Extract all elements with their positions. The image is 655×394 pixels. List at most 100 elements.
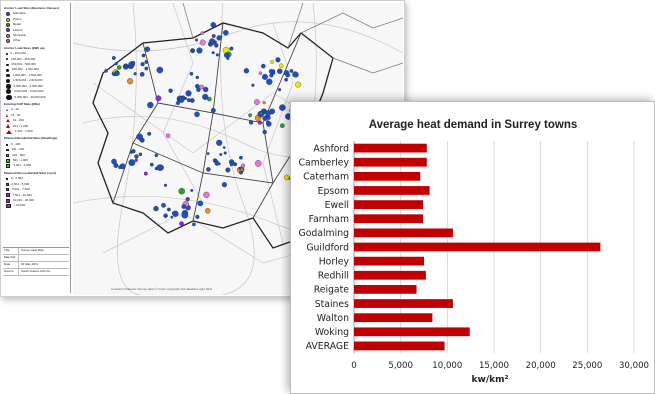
map-site-marker — [163, 183, 168, 187]
heat-demand-chart: Average heat demand in Surrey towns Ashf… — [298, 119, 649, 385]
legend-res-row: 201 - 500 — [4, 153, 69, 158]
legend-res-label: 201 - 500 — [12, 152, 25, 157]
legend-class-row: Retail — [4, 22, 69, 27]
legend-nonres-symbol-icon — [6, 193, 10, 197]
x-tick-label: 10,000 — [432, 361, 462, 371]
map-site-marker — [178, 187, 185, 195]
legend-res-label: 501 - 1,000 — [12, 158, 28, 163]
x-axis-label: kw/km² — [472, 375, 509, 385]
map-site-marker — [214, 43, 219, 48]
map-site-marker — [147, 131, 152, 136]
map-site-marker — [204, 208, 211, 214]
map-site-marker — [229, 162, 234, 167]
map-site-marker — [196, 87, 201, 92]
legend-chp-symbol-icon — [6, 109, 8, 112]
map-site-marker — [248, 120, 254, 125]
legend-size-symbol-icon — [6, 89, 11, 95]
map-site-marker — [206, 167, 211, 172]
category-label: Ewell — [325, 200, 349, 211]
map-site-marker — [262, 101, 266, 105]
map-site-marker — [134, 158, 138, 162]
map-site-marker — [222, 146, 226, 149]
map-site-marker — [144, 60, 149, 64]
map-site-marker — [199, 84, 205, 90]
legend-class-label: Retail — [13, 22, 21, 27]
legend-size-label: 250,001 - 500,000 — [11, 62, 36, 67]
map-site-marker — [215, 53, 219, 57]
map-site-marker — [181, 204, 187, 209]
legend-res-symbol-icon — [6, 158, 10, 163]
bar-horley — [354, 256, 424, 266]
legend-size-row: 2,000,001 - 3,000,000 — [4, 84, 69, 89]
map-site-marker — [123, 63, 128, 68]
map-site-marker — [116, 65, 122, 70]
map-site-marker — [154, 153, 159, 158]
map-site-marker — [176, 101, 180, 106]
map-site-marker — [156, 164, 164, 171]
map-site-marker — [143, 171, 148, 176]
map-site-marker — [153, 205, 159, 212]
map-site-marker — [279, 63, 284, 68]
bar-farnham — [354, 214, 424, 224]
map-site-marker — [118, 165, 122, 169]
map-site-marker — [211, 51, 215, 55]
map-site-marker — [131, 60, 136, 66]
legend-nonres-label: > 20,000 — [13, 203, 26, 208]
map-site-marker — [133, 72, 137, 76]
legend-size-label: 2,000,001 - 3,000,000 — [13, 83, 43, 88]
category-label: Horley — [319, 256, 350, 267]
bar-average — [354, 341, 445, 351]
legend-nonres-row: 7,501 - 10,000 — [4, 193, 69, 198]
map-site-marker — [251, 83, 255, 87]
category-label: Staines — [315, 299, 349, 310]
map-site-marker — [223, 151, 227, 155]
legend-chp-label: 201 - 1,000 — [13, 123, 29, 128]
map-site-marker — [165, 133, 171, 138]
legend-size-symbol-icon — [6, 73, 10, 78]
map-credit: Contains Ordnance Survey data © Crown co… — [111, 287, 213, 291]
map-site-marker — [223, 29, 229, 36]
footer-value: South Downs GIS Ltd. — [21, 269, 51, 274]
legend-size-symbol-icon — [6, 63, 9, 67]
legend-chp-symbol-icon — [6, 129, 12, 134]
legend-res-symbol-icon — [6, 148, 9, 152]
legend-class-symbol-icon — [6, 28, 10, 33]
map-site-marker — [181, 211, 189, 219]
legend-chp-symbol-icon — [6, 114, 8, 118]
x-tick-label: 5,000 — [388, 361, 413, 371]
legend-nonres-label: 5,001 - 7,500 — [12, 187, 30, 192]
legend-size-label: 100,001 - 250,000 — [11, 56, 36, 61]
map-site-marker — [186, 98, 191, 103]
map-site-marker — [226, 56, 230, 60]
bar-caterham — [354, 171, 421, 181]
legend-size-label: 1,000,001 - 1,500,000 — [12, 72, 42, 77]
map-site-marker — [223, 52, 230, 58]
map-site-marker — [144, 46, 150, 52]
legend-class-row: Other — [4, 38, 69, 44]
map-site-marker — [170, 215, 174, 219]
map-site-marker — [221, 182, 227, 188]
map-site-marker — [283, 174, 290, 181]
legend-size-row: 0 - 100,000 — [4, 51, 69, 56]
legend-size-label: 3,000,001 - 5,000,000 — [14, 89, 44, 94]
map-site-marker — [263, 109, 267, 113]
legend-size-heading: Anchor Load Sizes (kWh pa) — [4, 45, 45, 50]
map-site-marker — [262, 129, 267, 135]
map-site-marker — [225, 167, 231, 173]
map-site-marker — [144, 66, 149, 71]
category-label: Ashford — [313, 143, 349, 154]
legend-nonres-row: 5,001 - 7,500 — [4, 187, 69, 192]
map-site-marker — [114, 62, 118, 66]
map-site-marker — [206, 152, 210, 155]
category-label: Epsom — [318, 186, 349, 197]
category-label: Redhill — [318, 271, 349, 282]
legend-chp-symbol-icon — [6, 124, 10, 129]
legend-nonres-row: 2,501 - 5,000 — [4, 182, 69, 187]
map-site-marker — [279, 123, 285, 129]
map-site-marker — [243, 68, 250, 74]
map-site-marker — [114, 70, 120, 77]
